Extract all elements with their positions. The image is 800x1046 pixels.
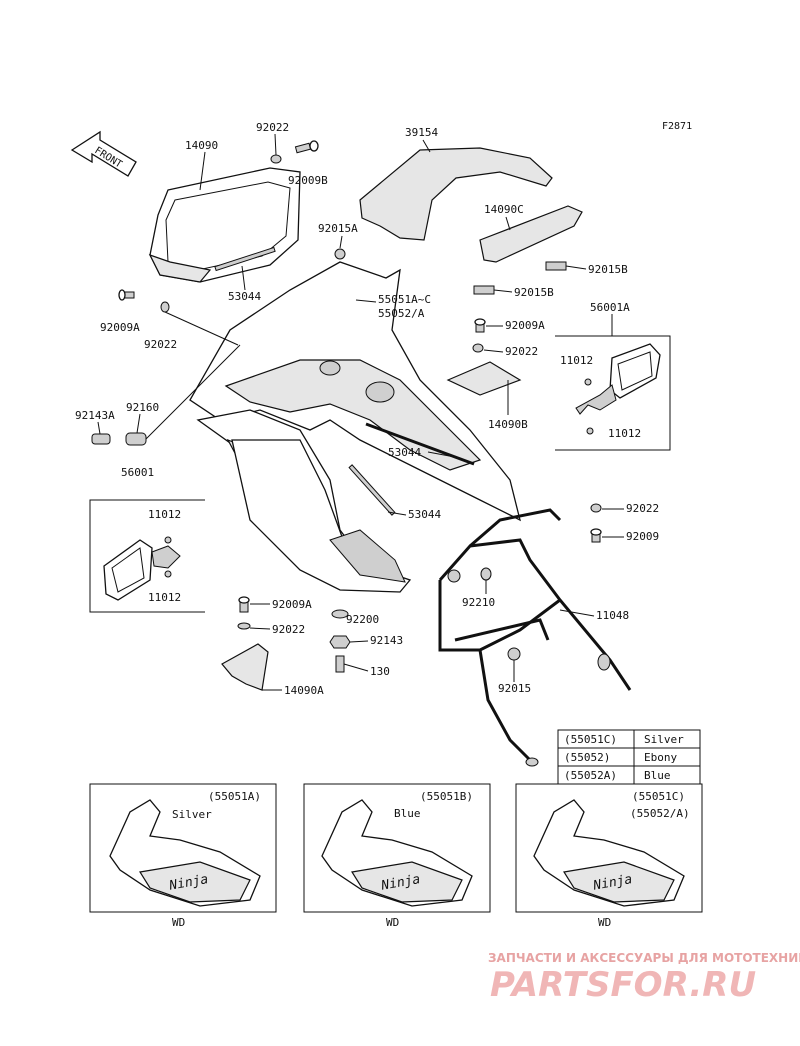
screw-92009A-mid [474,318,486,333]
bolt-130 [335,655,345,673]
variant-1-market: WD [172,916,185,929]
callout-55052: 55052/A [378,307,425,320]
variant-3-code2: (55052/A) [630,807,690,820]
watermark-logo: PARTSFOR.RU [490,965,756,1005]
callout-92015B-2: 92015B [514,286,554,299]
variant-2-color: Blue [394,807,421,820]
callout-92022-top: 92022 [256,121,289,134]
strip-53044-top [214,246,276,272]
mirror-box-left [89,499,205,613]
color-name-1: Silver [644,733,684,746]
callout-14090B: 14090B [488,418,528,431]
variant-2-code: (55051B) [420,790,473,803]
variant-panel-3: (55051C) (55052/A) Ninja WD [515,783,703,929]
callout-53044-low: 53044 [408,508,441,521]
bolt-92015B-1 [545,261,567,271]
color-code-3: (55052A) [564,769,617,782]
variant-3-badge: Ninja [591,872,633,894]
callout-14090: 14090 [185,139,218,152]
callout-92143: 92143 [370,634,403,647]
washer-92022-mid [472,343,484,353]
callout-92009A-mid: 92009A [505,319,545,332]
grommet-92200 [331,609,349,619]
callout-14090C: 14090C [484,203,524,216]
bolt-92015B-2 [473,285,495,295]
nut-11012-r2 [586,427,594,435]
grommet-92160 [125,432,147,446]
washer-92022-top [270,154,282,164]
front-arrow-icon: FRONT [70,130,137,177]
screw-92009B [294,140,319,154]
bolt-92015A [334,248,346,260]
callout-11012-r1: 11012 [560,354,593,367]
strip-53044-low [348,464,396,516]
upper-cowl [189,261,521,593]
nut-92210-b [480,567,492,581]
callout-92015B-1: 92015B [588,263,628,276]
callout-53044-top: 53044 [228,290,261,303]
callout-92210: 92210 [462,596,495,609]
color-name-3: Blue [644,769,671,782]
variant-2-badge: Ninja [379,872,421,894]
callout-92200: 92200 [346,613,379,626]
cover-14090C [479,205,583,263]
variant-1-color: Silver [172,808,212,821]
color-code-1: (55051C) [564,733,617,746]
washer-92022-low [237,622,251,630]
washer-92022-right [590,503,602,513]
callout-92022-low: 92022 [272,623,305,636]
variant-panel-2: (55051B) Blue Ninja WD [303,783,491,929]
nut-11012-l1 [164,536,172,544]
variant-1-code: (55051A) [208,790,261,803]
callout-92009B: 92009B [288,174,328,187]
screw-92009A-low [238,596,250,613]
washer-92022-left [160,301,170,313]
callout-92009A-low: 92009A [272,598,312,611]
nut-92210-a [447,569,461,583]
callout-11012-l2: 11012 [148,591,181,604]
bolt-92015 [507,647,521,661]
variant-3-market: WD [598,916,611,929]
variant-panel-1: (55051A) Silver Ninja WD [89,783,277,929]
cover-14090A [221,643,269,691]
mirror-box-right [555,335,671,451]
callout-56001: 56001 [121,466,154,479]
screw-92009-right [590,528,602,543]
callout-55051: 55051A~C [378,293,431,306]
screw-92009A-left [118,289,135,301]
windshield-39154 [359,147,553,241]
callout-92022-left: 92022 [144,338,177,351]
callout-11012-r2: 11012 [608,427,641,440]
nut-11012-r1 [584,378,592,386]
callout-14090A: 14090A [284,684,324,697]
callout-11012-l1: 11012 [148,508,181,521]
variant-3-code: (55051C) [632,790,685,803]
callout-92022-right: 92022 [626,502,659,515]
nut-92143 [329,635,351,649]
color-name-2: Ebony [644,751,677,764]
callout-11048: 11048 [596,609,629,622]
watermark-tagline: ЗАПЧАСТИ И АКСЕССУАРЫ ДЛЯ МОТОТЕХНИКИ [488,951,800,965]
callout-92009A-left: 92009A [100,321,140,334]
stay-frame-11048 [438,508,632,767]
variant-2-market: WD [386,916,399,929]
callout-39154: 39154 [405,126,438,139]
callout-92015: 92015 [498,682,531,695]
callout-53044-mid: 53044 [388,446,421,459]
nut-11012-l2 [164,570,172,578]
callout-130: 130 [370,665,390,678]
callout-92015A: 92015A [318,222,358,235]
color-code-2: (55052) [564,751,610,764]
callout-56001A: 56001A [590,301,630,314]
callout-92009-right: 92009 [626,530,659,543]
callout-92143A: 92143A [75,409,115,422]
callout-92022-mid: 92022 [505,345,538,358]
callout-92160: 92160 [126,401,159,414]
variant-1-badge: Ninja [167,872,209,894]
figure-code: F2871 [662,121,692,132]
cover-14090B [446,361,522,396]
collar-92143A [91,433,111,445]
color-table: (55051C) Silver (55052) Ebony (55052A) B… [557,729,701,785]
